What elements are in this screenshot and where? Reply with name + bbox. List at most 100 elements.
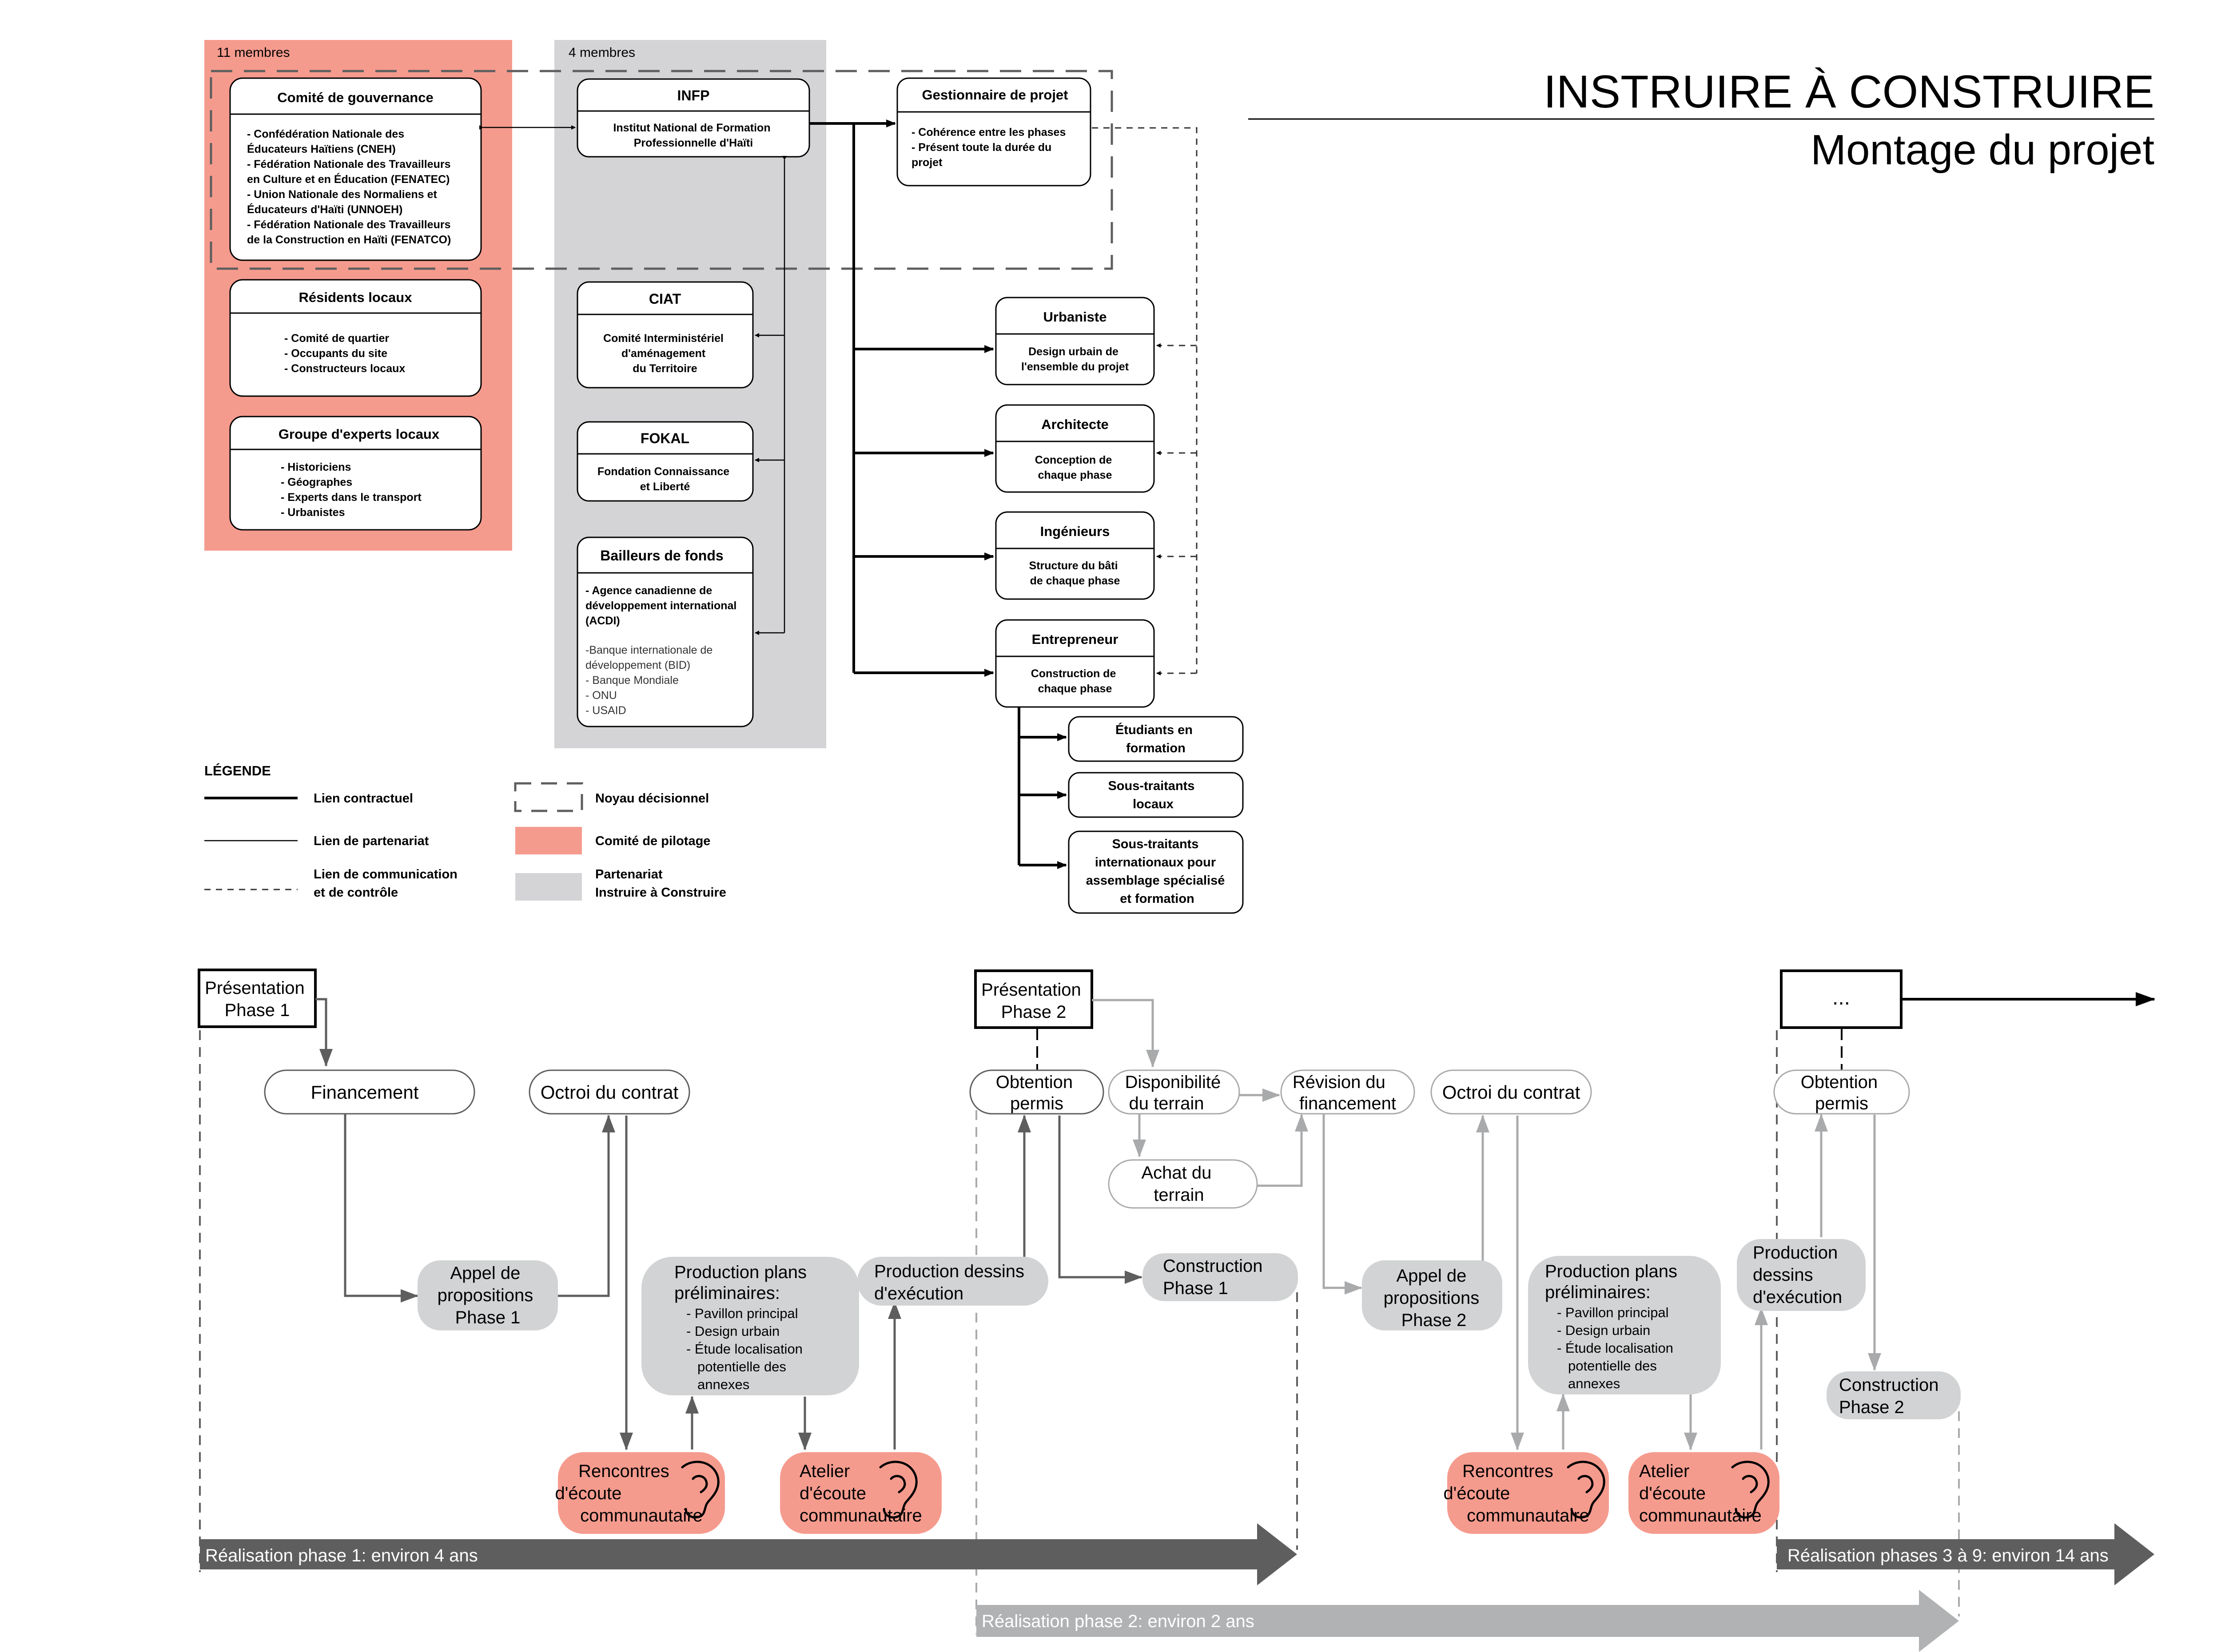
rencontres1-label: Rencontres d'écoute communautaire (555, 1461, 702, 1525)
svg-text:Ingénieurs: Ingénieurs (1040, 524, 1110, 539)
noyau-decisionnel-frame (210, 70, 1113, 270)
ciat-lines: Comité Interministériel d'aménagement du… (603, 332, 727, 375)
construction2-node: Construction Phase 2 (1827, 1371, 1961, 1419)
title-block: INSTRUIRE À CONSTRUIRE Montage du projet (1248, 66, 2154, 174)
legend-partenariat: Lien de partenariat (314, 834, 429, 848)
obtention1-label: Obtention permis (996, 1072, 1078, 1113)
residents-lines: - Comité de quartier - Occupants du site… (284, 332, 405, 375)
ear-icon (1567, 1461, 1605, 1519)
phase2-bar-label: Réalisation phase 2: environ 2 ans (982, 1612, 1254, 1631)
pilotage-count: 11 membres (217, 45, 290, 60)
comite-title: Comité de gouvernance (277, 90, 433, 105)
legend-communication: Lien de communication et de contrôle (314, 867, 461, 900)
soustraitants-locaux-lines: Sous-traitants locaux (1108, 779, 1198, 811)
svg-text:Gestionnaire de projet: Gestionnaire de projet (922, 87, 1068, 103)
phase1-connectors (315, 998, 1142, 1450)
rencontres1-node: Rencontres d'écoute communautaire (555, 1452, 725, 1534)
bailleurs-box: Bailleurs de fonds - Agence canadienne d… (577, 536, 754, 727)
construction1-label: Construction Phase 1 (1163, 1256, 1268, 1298)
soustraitants-intl-box: Sous-traitants internationaux pour assem… (1068, 830, 1244, 914)
production1-label: Production plans préliminaires: (674, 1263, 812, 1303)
architecte-lines: Conception de chaque phase (1035, 454, 1115, 481)
revision-node: Révision du financement (1280, 1069, 1415, 1115)
construction1-node: Construction Phase 1 (1142, 1253, 1298, 1301)
presentation-phase2-label: Présentation Phase 2 (981, 980, 1086, 1022)
octroi1-node: Octroi du contrat (529, 1069, 690, 1115)
financement-node: Financement (264, 1069, 475, 1115)
appel1-label: Appel de propositions Phase 1 (438, 1263, 538, 1327)
revision-label: Révision du financement (1293, 1072, 1396, 1113)
disponibilite-node: Disponibilité du terrain (1108, 1069, 1240, 1115)
svg-text:FOKAL: FOKAL (641, 430, 689, 446)
fokal-box: FOKAL Fondation Connaissance et Liberté (577, 421, 754, 502)
fokal-lines: Fondation Connaissance et Liberté (597, 465, 732, 493)
construction2-label: Construction Phase 2 (1839, 1375, 1944, 1417)
comite-lines: - Confédération Nationale des Éducateurs… (247, 128, 454, 246)
svg-text:Groupe d'experts locaux: Groupe d'experts locaux (279, 426, 440, 442)
production2-label: Production plans préliminaires: (1545, 1262, 1682, 1302)
urbaniste-lines: Design urbain de l'ensemble du projet (1021, 345, 1129, 373)
dessins1-label: Production dessins d'exécution (874, 1262, 1029, 1303)
svg-text:Résidents locaux: Résidents locaux (299, 290, 413, 305)
svg-text:Urbaniste: Urbaniste (1043, 309, 1107, 325)
gestionnaire-box: Gestionnaire de projet - Cohérence entre… (896, 77, 1091, 187)
production1-items: - Pavillon principal - Design urbain - É… (686, 1306, 807, 1392)
soustraitants-intl-lines: Sous-traitants internationaux pour assem… (1086, 837, 1229, 906)
legend: LÉGENDE Lien contractuel Lien de partena… (204, 763, 726, 901)
phases3-9-bar-label: Réalisation phases 3 à 9: environ 14 ans (1787, 1546, 2109, 1565)
production2-node: Production plans préliminaires: - Pavill… (1528, 1256, 1721, 1394)
partenariat-count: 4 membres (569, 45, 635, 60)
rencontres2-label: Rencontres d'écoute communautaire (1443, 1461, 1589, 1525)
svg-text:INFP: INFP (677, 87, 710, 103)
infp-lines: Institut National de Formation Professio… (613, 122, 773, 149)
svg-text:Octroi du contrat: Octroi du contrat (541, 1082, 679, 1103)
legend-partenariat-zone: Partenariat Instruire à Construire (595, 867, 726, 900)
phases3-9-bar (1777, 1523, 2154, 1585)
achat-node: Achat du terrain (1108, 1159, 1258, 1209)
infp-box: INFP Institut National de Formation Prof… (577, 78, 810, 158)
presentation-phase2: Présentation Phase 2 (974, 969, 1093, 1029)
org-connectors (479, 119, 1198, 869)
phase1-bar-label: Réalisation phase 1: environ 4 ans (205, 1546, 478, 1565)
gestionnaire-lines: - Cohérence entre les phases - Présent t… (911, 126, 1069, 169)
octroi2-node: Octroi du contrat (1430, 1069, 1592, 1115)
obtention2-label: Obtention permis (1801, 1072, 1883, 1113)
achat-label: Achat du terrain (1141, 1163, 1216, 1205)
atelier1-node: Atelier d'écoute communautaire (780, 1452, 942, 1534)
phase2-bar (976, 1590, 1959, 1652)
legend-title: LÉGENDE (204, 763, 271, 778)
bailleurs-bold-lines: - Agence canadienne de développement int… (585, 584, 740, 627)
appel1-node: Appel de propositions Phase 1 (418, 1260, 558, 1330)
legend-noyau: Noyau décisionnel (595, 791, 709, 806)
atelier2-label: Atelier d'écoute communautaire (1639, 1461, 1762, 1525)
production2-items: - Pavillon principal - Design urbain - É… (1557, 1305, 1677, 1391)
presentation-phase1: Présentation Phase 1 (198, 969, 317, 1028)
phase-bars: Réalisation phase 1: environ 4 ans Réali… (200, 1523, 2154, 1652)
architecte-box: Architecte Conception de chaque phase (995, 404, 1155, 493)
dessins1-node: Production dessins d'exécution (857, 1257, 1048, 1306)
obtention2-node: Obtention permis (1773, 1069, 1910, 1115)
residents-box: Résidents locaux - Comité de quartier - … (229, 279, 482, 397)
legend-contractuel: Lien contractuel (314, 791, 413, 806)
svg-text:Financement: Financement (311, 1082, 419, 1103)
ciat-box: CIAT Comité Interministériel d'aménageme… (577, 281, 754, 389)
soustraitants-locaux-box: Sous-traitants locaux (1068, 772, 1244, 818)
obtention1-node: Obtention permis (969, 1069, 1104, 1115)
etudiants-box: Étudiants en formation (1068, 716, 1244, 762)
atelier2-node: Atelier d'écoute communautaire (1628, 1452, 1779, 1534)
svg-text:Architecte: Architecte (1041, 417, 1109, 432)
svg-text:Octroi du contrat: Octroi du contrat (1442, 1082, 1580, 1103)
entrepreneur-box: Entrepreneur Construction de chaque phas… (995, 619, 1155, 708)
legend-pilotage: Comité de pilotage (595, 834, 710, 848)
appel2-node: Appel de propositions Phase 2 (1362, 1260, 1502, 1330)
presentation-phase1-label: Présentation Phase 1 (205, 978, 310, 1020)
entrepreneur-lines: Construction de chaque phase (1031, 667, 1119, 695)
dessins2-label: Production dessins d'exécution (1753, 1243, 1843, 1307)
disponibilite-label: Disponibilité du terrain (1125, 1072, 1226, 1113)
bailleurs-lines: -Banque internationale de développement … (585, 644, 716, 717)
comite-gouvernance-box: Comité de gouvernance - Confédération Na… (229, 77, 482, 261)
ingenieurs-lines: Structure du bâti de chaque phase (1029, 560, 1121, 587)
atelier1-label: Atelier d'écoute communautaire (800, 1461, 922, 1525)
experts-lines: - Historiciens - Géographes - Experts da… (281, 461, 425, 519)
